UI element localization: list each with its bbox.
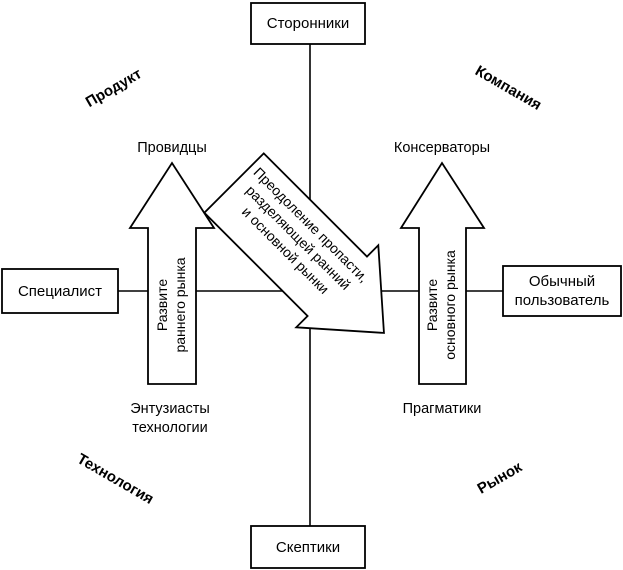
corner-product: Продукт — [83, 65, 145, 111]
specialist-label: Специалист — [18, 283, 102, 300]
corner-company: Компания — [472, 62, 544, 114]
enthusiasts-label-line1: Энтузиасты — [130, 401, 210, 417]
main-market-text-line1: Развите — [424, 279, 440, 331]
chasm-arrow-group: Преодоление пропасти, разделяющей ранний… — [203, 152, 385, 334]
early-market-text-line1: Развите — [154, 279, 170, 331]
early-market-text-line2: раннего рынка — [172, 257, 188, 352]
conservatives-label: Консерваторы — [394, 140, 490, 156]
chasm-arrow — [203, 152, 385, 334]
main-market-text-line2: основного рынка — [442, 250, 458, 360]
ordinary-user-label-line1: Обычный — [529, 273, 595, 290]
enthusiasts-label-line2: технологии — [132, 420, 207, 436]
ordinary-user-box — [502, 265, 622, 317]
corner-market: Рынок — [474, 458, 525, 497]
skeptics-label: Скептики — [276, 539, 340, 556]
supporters-box — [250, 2, 366, 45]
ordinary-user-label-line2: пользователь — [515, 292, 610, 309]
corner-technology: Технология — [74, 450, 157, 507]
early-market-arrow — [128, 161, 216, 385]
pragmatists-label: Прагматики — [403, 401, 482, 417]
specialist-box — [1, 268, 119, 314]
supporters-label: Сторонники — [267, 15, 349, 32]
main-market-arrow — [399, 161, 486, 385]
skeptics-box — [250, 525, 366, 569]
visionaries-label: Провидцы — [137, 140, 207, 156]
